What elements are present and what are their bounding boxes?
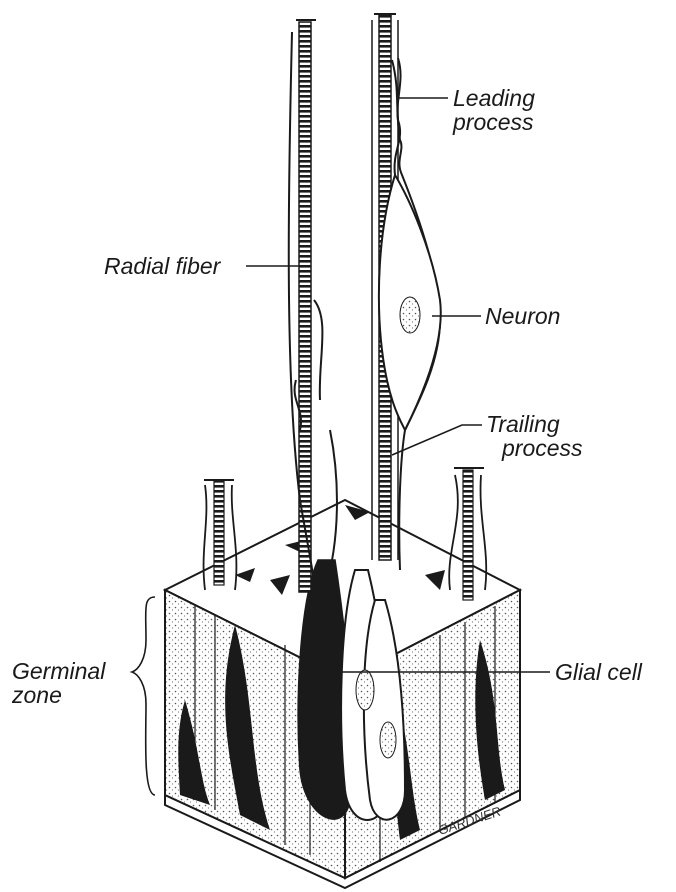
germinal-zone-label: Germinal zone [12, 659, 105, 707]
germinal-zone-label-line2: zone [12, 683, 105, 707]
trailing-process-label: Trailing process [486, 412, 583, 460]
germinal-zone-label-line1: Germinal [12, 659, 105, 683]
trailing-process-label-line2: process [486, 436, 583, 460]
glial-cell-label: Glial cell [555, 660, 642, 684]
leading-process-label: Leading process [453, 86, 535, 134]
neuron-label: Neuron [485, 304, 560, 328]
radial-fiber-label: Radial fiber [104, 254, 220, 278]
trailing-process-label-line1: Trailing [486, 412, 583, 436]
leading-process-label-line2: process [453, 110, 535, 134]
germinal-zone-brace [132, 597, 155, 795]
leading-process-label-line1: Leading [453, 86, 535, 110]
